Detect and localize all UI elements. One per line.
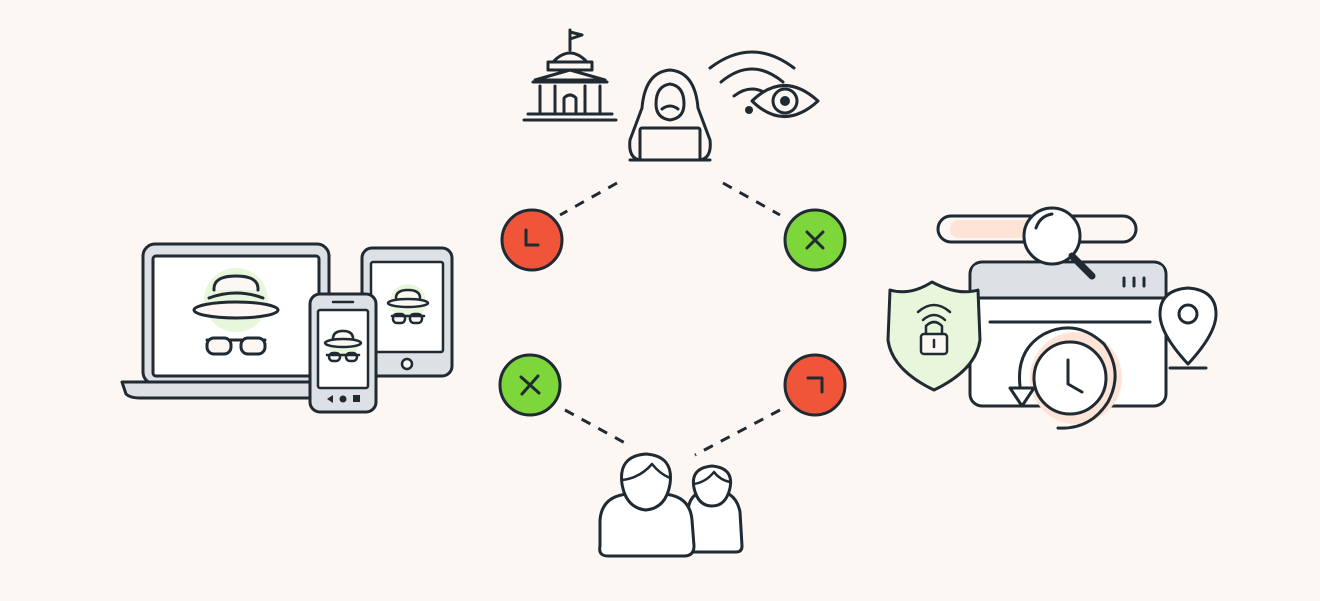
laptop-incognito-icon xyxy=(120,242,352,400)
marker-bottom-right xyxy=(783,353,847,417)
connector-bottom-left xyxy=(564,408,626,445)
threat-actors-group xyxy=(522,28,820,162)
marker-blocked-circle xyxy=(783,353,847,417)
tablet-incognito-icon xyxy=(360,246,454,378)
incognito-devices-group xyxy=(120,242,454,414)
connector-top-left xyxy=(559,181,618,217)
plus-mark-icon xyxy=(805,230,825,250)
connector-top-right xyxy=(722,181,781,217)
angle-mark-icon xyxy=(806,376,824,394)
vpn-shield-lock-icon xyxy=(886,280,982,392)
government-building-icon xyxy=(522,28,618,122)
phone-incognito-icon xyxy=(308,292,378,414)
location-pin-icon xyxy=(1158,286,1218,370)
connector-bottom-right xyxy=(694,408,781,457)
marker-blocked-circle xyxy=(500,208,564,272)
angle-mark-icon xyxy=(524,228,540,247)
privacy-tools-group xyxy=(886,206,1218,430)
marker-top-right xyxy=(783,208,847,272)
wifi-surveillance-icon xyxy=(708,50,820,118)
hooded-hacker-icon xyxy=(628,68,712,162)
marker-top-left xyxy=(500,208,564,272)
marker-bottom-left xyxy=(498,353,562,417)
connectors xyxy=(559,181,781,457)
plus-mark-icon xyxy=(519,374,541,396)
users-icon xyxy=(598,452,744,558)
history-clock-icon xyxy=(1008,326,1122,430)
magnifier-icon xyxy=(1022,206,1096,280)
